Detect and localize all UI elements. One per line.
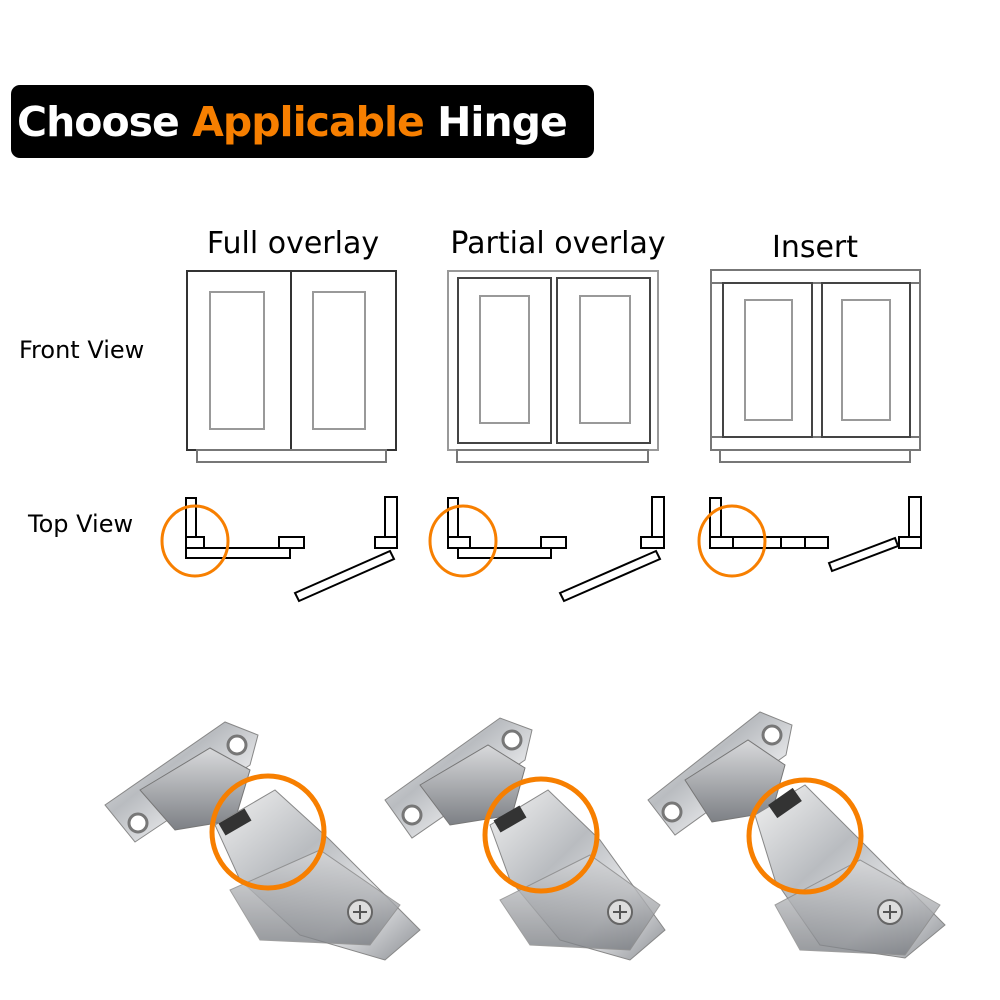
title-accent: Applicable bbox=[192, 97, 425, 146]
highlight-circle-insert bbox=[697, 504, 767, 578]
front-view-full-overlay bbox=[186, 270, 397, 463]
column-label-partial-overlay: Partial overlay bbox=[450, 226, 666, 261]
column-label-full-overlay: Full overlay bbox=[206, 226, 380, 261]
highlight-circle-partial-overlay bbox=[428, 504, 498, 578]
front-view-partial-overlay bbox=[447, 270, 659, 463]
top-view-insert bbox=[709, 496, 922, 573]
highlight-circle-full-overlay bbox=[160, 504, 230, 578]
title-banner: Choose Applicable Hinge bbox=[11, 85, 594, 158]
title-part1: Choose bbox=[17, 97, 193, 146]
hinge-partial-overlay bbox=[384, 717, 666, 961]
hinge-full-overlay bbox=[104, 721, 421, 961]
row-label-top-view: Top View bbox=[28, 510, 134, 538]
highlight-circle-hinge-partial-overlay bbox=[482, 776, 600, 894]
title-part2: Hinge bbox=[423, 97, 568, 146]
row-label-front-view: Front View bbox=[19, 336, 145, 364]
column-label-insert: Insert bbox=[771, 230, 859, 265]
top-view-partial-overlay bbox=[447, 496, 665, 603]
highlight-circle-hinge-insert bbox=[746, 777, 864, 895]
hinge-insert bbox=[647, 711, 946, 959]
front-view-insert bbox=[710, 269, 921, 463]
highlight-circle-hinge-full-overlay bbox=[209, 773, 327, 891]
top-view-full-overlay bbox=[185, 496, 398, 603]
